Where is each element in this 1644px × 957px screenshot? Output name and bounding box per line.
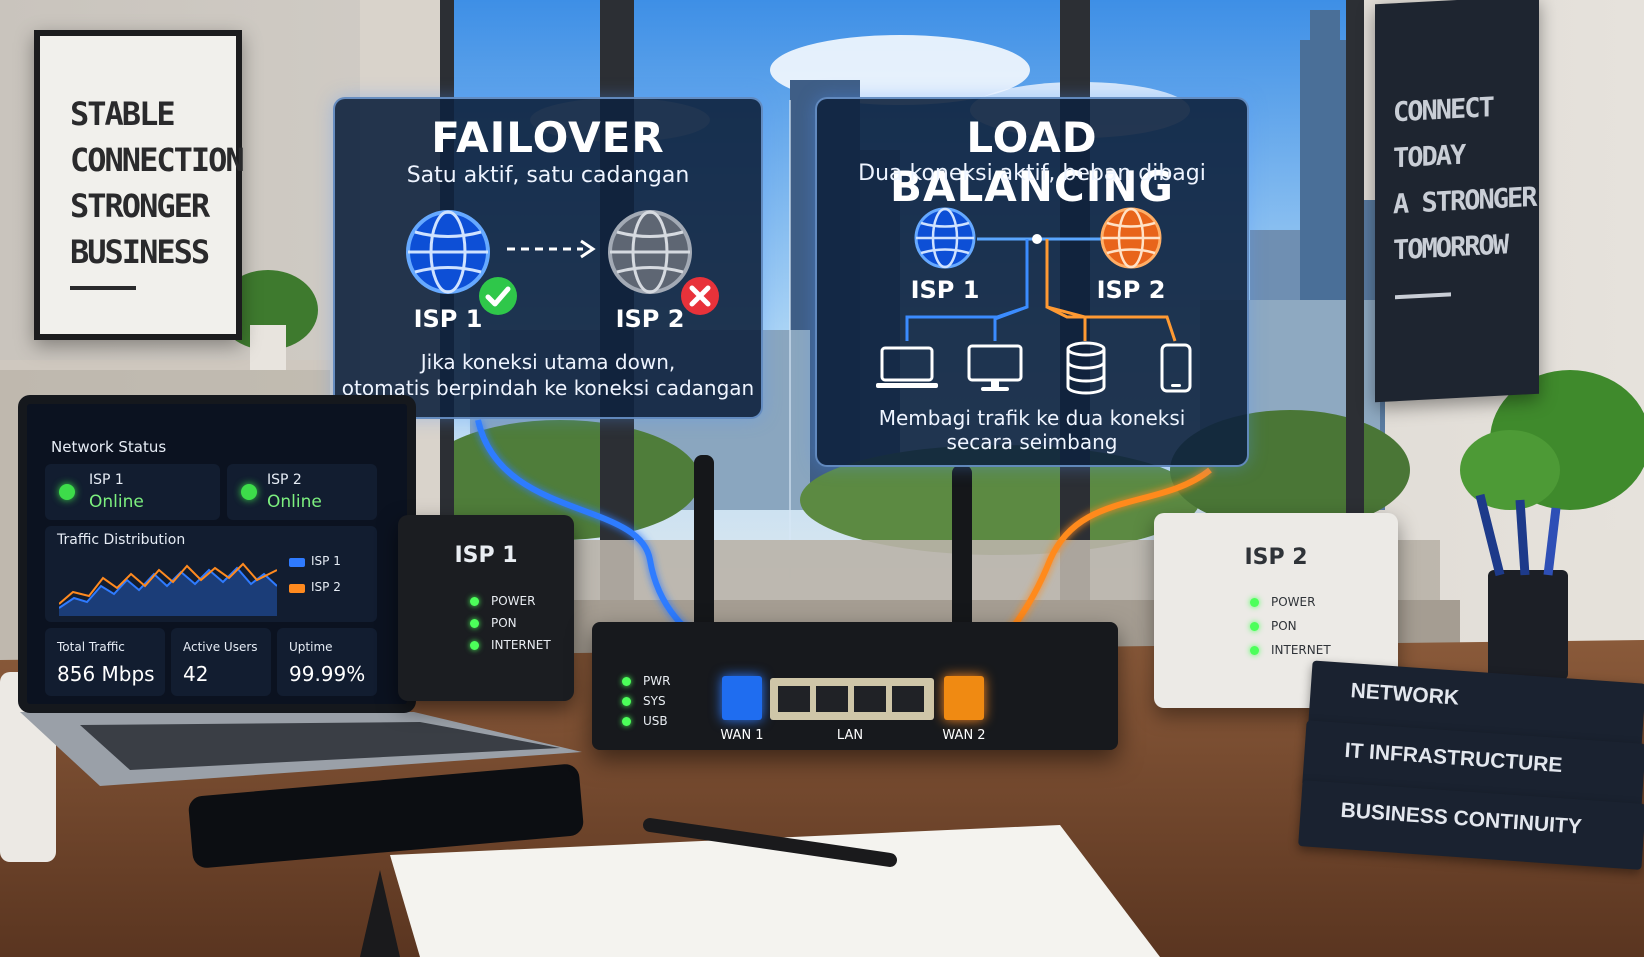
legend-isp1: ISP 1	[311, 554, 341, 568]
modem-led-power: POWER	[1250, 595, 1315, 609]
load-balancing-isp2-label: ISP 2	[1096, 276, 1166, 304]
legend-swatch	[289, 558, 305, 567]
poster-left-line: STABLE	[70, 95, 176, 133]
isp2-status-card: ISP 2 Online	[227, 464, 377, 520]
active-users-value: 42	[183, 662, 209, 686]
total-traffic-card: Total Traffic 856 Mbps	[45, 628, 165, 696]
poster-left-line: CONNECTION	[70, 141, 245, 179]
failover-isp1-label: ISP 1	[413, 305, 483, 333]
wan2-port[interactable]	[944, 676, 984, 720]
active-users-card: Active Users 42	[171, 628, 271, 696]
lan-port[interactable]	[854, 686, 886, 712]
book-title: NETWORK	[1349, 679, 1460, 710]
poster-left-line: BUSINESS	[70, 233, 210, 271]
wan1-label: WAN 1	[720, 728, 764, 743]
wan1-port[interactable]	[722, 676, 762, 720]
failover-subtitle: Satu aktif, satu cadangan	[406, 163, 690, 188]
load-balancing-title: LOAD BALANCING	[889, 113, 1174, 211]
load-balancing-description-line1: Membagi trafik ke dua koneksi	[878, 406, 1186, 430]
legend-isp2: ISP 2	[311, 580, 341, 594]
poster-left-line: STRONGER	[70, 187, 210, 225]
failover-panel: FAILOVER Satu aktif, satu cadangan ISP 1…	[333, 97, 763, 419]
globe-icon	[914, 207, 976, 269]
failover-title: FAILOVER	[431, 113, 665, 162]
router-led-pwr: PWR	[622, 674, 670, 688]
dual-wan-router: PWR SYS USB WAN 1 LAN WAN 2	[592, 622, 1118, 750]
arrow-right-icon	[507, 239, 596, 259]
traffic-distribution-card: Traffic Distribution ISP 1 ISP 2	[45, 526, 377, 622]
load-balancing-isp1-label: ISP 1	[910, 276, 980, 304]
status-dot	[59, 484, 75, 500]
uptime-value: 99.99%	[289, 662, 366, 686]
active-users-label: Active Users	[183, 640, 258, 654]
isp1-status-card: ISP 1 Online	[45, 464, 220, 520]
book-title: IT INFRASTRUCTURE	[1343, 738, 1564, 778]
status-dot	[241, 484, 257, 500]
lan-ports	[770, 678, 934, 720]
modem-led-internet: INTERNET	[470, 638, 551, 652]
cross-icon	[681, 277, 719, 315]
legend-swatch	[289, 584, 305, 593]
book-title: BUSINESS CONTINUITY	[1339, 798, 1583, 839]
failover-isp2-label: ISP 2	[615, 305, 685, 333]
load-balancing-panel: LOAD BALANCING Dua koneksi aktif, beban …	[815, 97, 1249, 467]
traffic-sparkline	[59, 562, 277, 616]
isp1-status-name: ISP 1	[89, 472, 124, 488]
isp1-status-value: Online	[89, 492, 144, 512]
router-led-usb: USB	[622, 714, 668, 728]
traffic-distribution-title: Traffic Distribution	[57, 532, 186, 548]
lan-port[interactable]	[778, 686, 810, 712]
check-icon	[479, 277, 517, 315]
lan-port[interactable]	[892, 686, 924, 712]
failover-description-line1: Jika koneksi utama down,	[420, 350, 676, 374]
globe-icon	[406, 210, 490, 294]
total-traffic-label: Total Traffic	[57, 640, 125, 654]
laptop-dashboard: Network Status ISP 1 Online ISP 2 Online…	[18, 395, 416, 713]
lan-port[interactable]	[816, 686, 848, 712]
laptop-icon	[876, 346, 938, 388]
modem-isp1: ISP 1 POWER PON INTERNET	[398, 515, 574, 701]
monitor-icon	[967, 344, 1023, 391]
total-traffic-value: 856 Mbps	[57, 662, 155, 686]
uptime-card: Uptime 99.99%	[277, 628, 377, 696]
modem-led-power: POWER	[470, 594, 535, 608]
modem-isp2-title: ISP 2	[1244, 545, 1308, 570]
dashboard-title: Network Status	[51, 438, 167, 456]
modem-led-pon: PON	[470, 616, 517, 630]
load-balancing-subtitle: Dua koneksi aktif, beban dibagi	[858, 161, 1206, 186]
database-icon	[1066, 341, 1106, 395]
poster-connect-today: CONNECT TODAY A STRONGER TOMORROW	[1375, 0, 1539, 403]
poster-right-line: CONNECT	[1393, 92, 1493, 129]
load-balancing-topology	[905, 234, 1177, 342]
lan-label: LAN	[836, 728, 864, 743]
poster-rule	[70, 286, 136, 290]
isp2-status-value: Online	[267, 492, 322, 512]
poster-right-line: A STRONGER	[1393, 181, 1536, 221]
poster-right-line: TODAY	[1393, 139, 1465, 175]
modem-isp1-title: ISP 1	[454, 543, 518, 568]
router-led-sys: SYS	[622, 694, 666, 708]
modem-led-internet: INTERNET	[1250, 643, 1331, 657]
phone-icon	[1160, 343, 1192, 393]
globe-icon	[608, 210, 692, 294]
poster-right-line: TOMORROW	[1393, 229, 1508, 267]
modem-led-pon: PON	[1250, 619, 1297, 633]
wan2-label: WAN 2	[942, 728, 986, 743]
globe-icon	[1100, 207, 1162, 269]
load-balancing-description-line2: secara seimbang	[946, 430, 1118, 454]
poster-stable-connection: STABLE CONNECTION STRONGER BUSINESS	[34, 30, 245, 340]
poster-rule	[1395, 292, 1451, 300]
uptime-label: Uptime	[289, 640, 333, 654]
isp2-status-name: ISP 2	[267, 472, 302, 488]
